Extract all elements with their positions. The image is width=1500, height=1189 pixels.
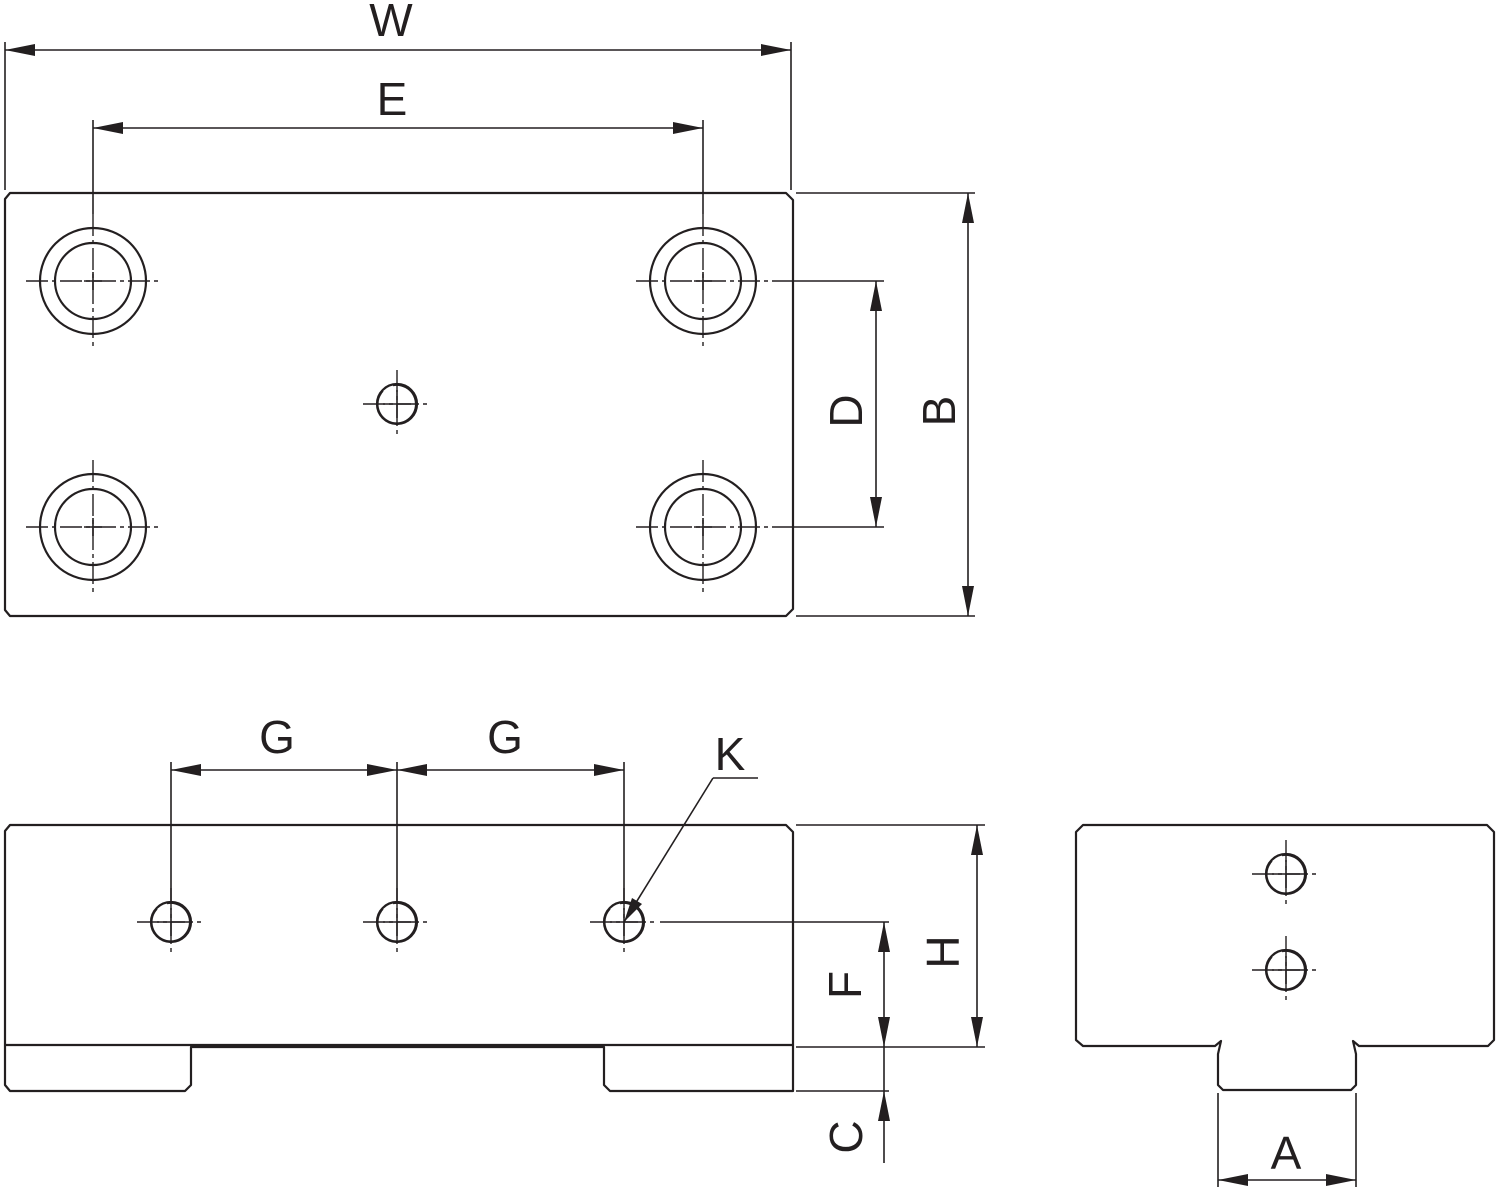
tapped-hole-end-upper	[1250, 838, 1322, 910]
dimension-label-a: A	[1271, 1127, 1302, 1179]
dimension-label-f: F	[819, 971, 871, 999]
leader-k: K	[623, 728, 758, 923]
counterbore-hole-top-right	[634, 212, 772, 350]
dimension-d: D	[772, 280, 884, 528]
top-view-outline	[3, 191, 795, 618]
top-view	[3, 191, 795, 618]
front-view	[3, 823, 795, 1093]
dimension-label-g-2: G	[487, 711, 523, 763]
dimension-label-h: H	[917, 935, 969, 968]
tapped-hole-center	[361, 368, 433, 440]
dimension-b: B	[796, 192, 975, 617]
dimension-label-b: B	[913, 396, 965, 427]
counterbore-hole-bottom-left	[24, 458, 162, 596]
dimension-c: C	[796, 1047, 890, 1163]
dimension-a: A	[1217, 1093, 1357, 1187]
side-view	[1074, 823, 1496, 1092]
tapped-hole-end-lower	[1250, 934, 1322, 1006]
side-view-outline	[1074, 823, 1496, 1092]
dimension-label-k: K	[715, 728, 746, 780]
dimension-label-c: C	[820, 1120, 872, 1153]
dimension-e: E	[92, 73, 704, 214]
counterbore-hole-bottom-right	[634, 458, 772, 596]
dimension-label-e: E	[377, 73, 408, 125]
dimension-label-w: W	[369, 0, 413, 46]
dimension-label-g-1: G	[259, 711, 295, 763]
dimension-h: H	[796, 824, 985, 1048]
dimension-f: F	[660, 921, 890, 1047]
dimension-w: W	[4, 0, 792, 190]
dimension-g: G G	[170, 711, 625, 902]
front-view-outline	[3, 823, 795, 1093]
counterbore-hole-top-left	[24, 212, 162, 350]
dimension-label-d: D	[820, 394, 872, 427]
